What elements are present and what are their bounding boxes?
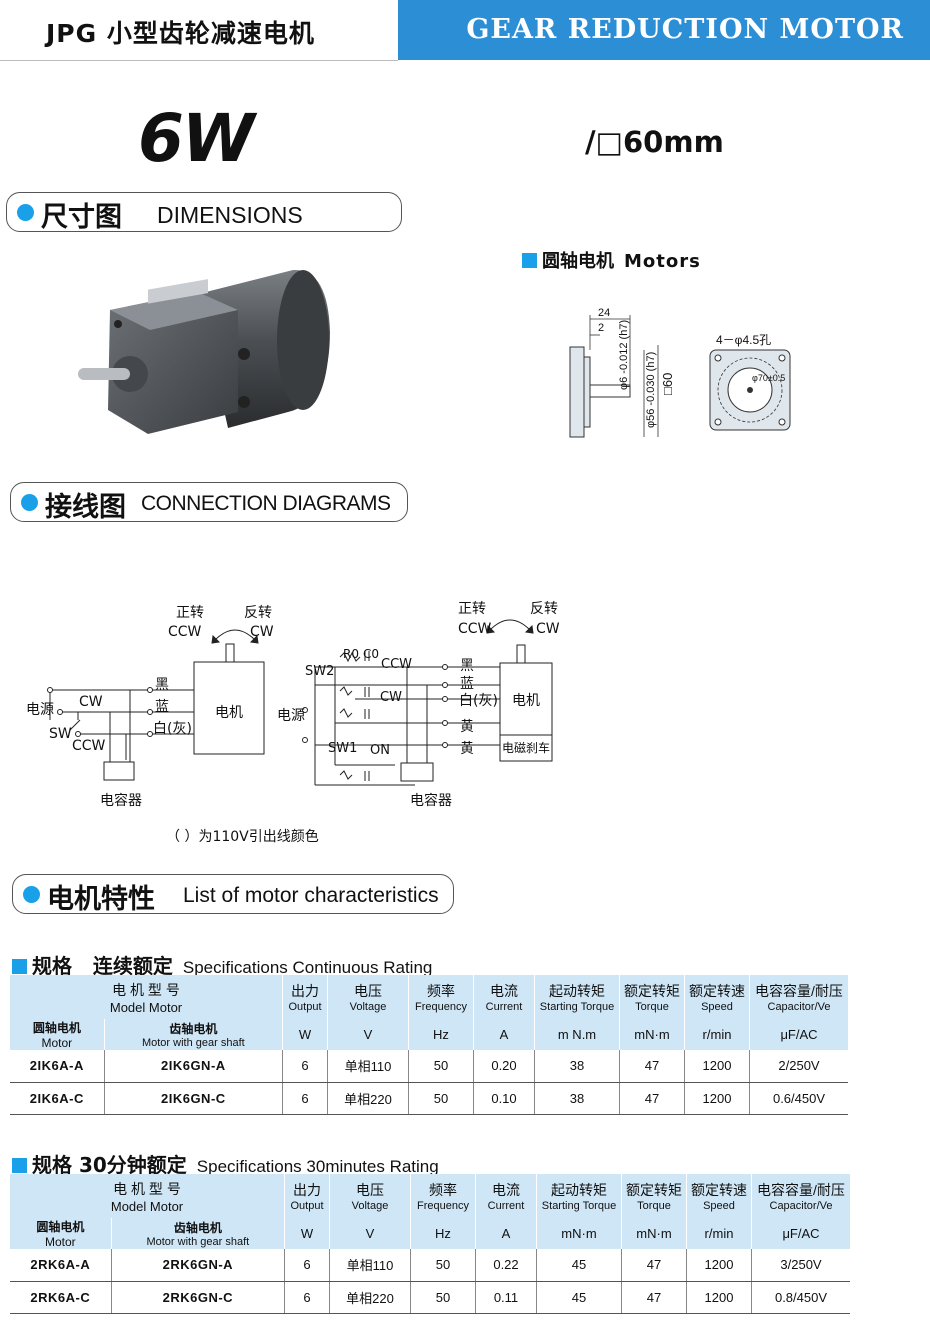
left-wire-blue: 蓝 [155,699,169,715]
square-bullet-icon [522,253,537,268]
right-ccw-label: CCW [381,657,413,672]
header-right: GEAR REDUCTION MOTOR [398,0,930,60]
dim-2: 2 [598,322,605,334]
right-rotation-reverse: 反转 [530,601,558,617]
dim-shaft: φ6 -0.012 (h7) [618,319,630,390]
table-row: 2RK6A-A 2RK6GN-A 6 单相110 50 0.22 45 47 1… [10,1249,850,1282]
right-motor: 电机 [512,693,540,709]
bullet-icon [23,886,40,903]
right-on: ON [370,743,390,758]
right-capacitor: 电容器 [410,793,452,809]
bullet-icon [21,494,38,511]
right-cw: CW [536,621,560,637]
left-ccw-label: CCW [72,738,106,754]
table-row: 2IK6A-A 2IK6GN-A 6 单相110 50 0.20 38 47 1… [10,1050,848,1083]
section-characteristics-en: List of motor characteristics [183,884,439,907]
right-r0: R0 [343,647,359,661]
section-characteristics: 电机特性 List of motor characteristics [12,874,454,915]
right-c0: C0 [363,647,380,661]
right-wire-black: 黑 [460,658,474,674]
header-title-zh: JPG 小型齿轮减速电机 [46,19,315,48]
right-cw-label: CW [380,690,402,705]
dim-60: □60 [660,372,675,395]
right-wire-yellow-1: 黄 [460,719,474,735]
power-rating: 6W [138,100,255,177]
left-sw: SW [49,726,72,742]
left-power: 电源 [26,702,54,718]
left-motor: 电机 [215,705,243,721]
right-sw2: SW2 [305,664,335,679]
right-wire-yellow-2: 黄 [460,741,474,757]
left-rotation-reverse: 反转 [244,605,272,621]
dim-pilot: φ56 -0.030 (h7) [645,351,657,428]
dimension-side-view [569,315,659,438]
right-brake: 电磁刹车 [502,741,551,755]
header-title-en: GEAR REDUCTION MOTOR [466,14,904,45]
motor-photo [78,269,330,434]
frame-size: /□60mm [585,125,724,159]
left-ccw: CCW [168,624,202,640]
wiring-diagram-right [302,619,553,786]
left-rotation-forward: 正转 [176,605,204,621]
left-wire-black: 黑 [155,677,169,693]
section-dimensions-en: DIMENSIONS [157,202,303,228]
left-wire-white: 白(灰) [153,721,192,737]
right-power: 电源 [277,708,305,724]
left-capacitor: 电容器 [100,793,142,809]
right-ccw: CCW [458,621,492,637]
section-connection-zh: 接线图 [45,492,126,523]
right-wire-blue: 蓝 [460,676,474,692]
square-bullet-icon [12,1158,27,1173]
dim-holes: 4－φ4.5孔 [716,333,772,347]
dim-pcd: φ70±0.5 [752,373,786,383]
section-connection: 接线图 CONNECTION DIAGRAMS [10,482,408,523]
section-characteristics-zh: 电机特性 [47,884,155,915]
left-cw: CW [250,624,274,640]
table-row: 2IK6A-C 2IK6GN-C 6 单相220 50 0.10 38 47 1… [10,1082,848,1115]
section-dimensions-zh: 尺寸图 [41,202,122,233]
header-left: JPG 小型齿轮减速电机 [0,0,398,61]
wire-color-note: （ ）为110V引出线颜色 [166,829,319,845]
dim-24: 24 [598,307,611,319]
section-dimensions: 尺寸图 DIMENSIONS [6,192,402,233]
dimension-front-view [709,349,791,431]
table-row: 2RK6A-C 2RK6GN-C 6 单相220 50 0.11 45 47 1… [10,1281,850,1314]
right-rotation-forward: 正转 [458,601,486,617]
wiring-diagram-left [47,629,265,781]
bullet-icon [17,204,34,221]
section-connection-en: CONNECTION DIAGRAMS [141,492,391,515]
left-cw-label: CW [79,694,103,710]
right-sw1: SW1 [328,741,358,756]
square-bullet-icon [12,959,27,974]
right-wire-white: 白(灰) [459,693,498,709]
